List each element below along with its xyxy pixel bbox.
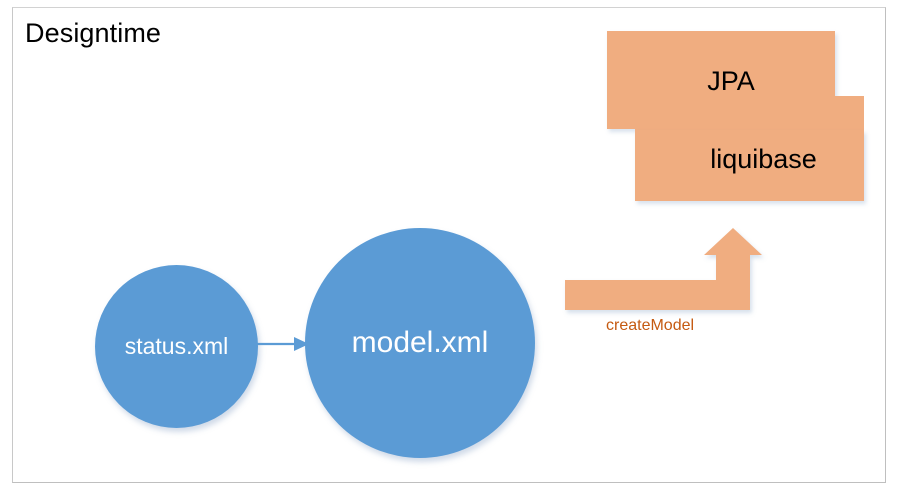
shape-status-xml-circle[interactable]: status.xml	[95, 265, 258, 428]
jpa-box-label: JPA	[707, 65, 755, 96]
create-model-arrow-icon[interactable]	[560, 222, 775, 320]
liquibase-box-overlap-fill	[635, 96, 864, 132]
page-title: Designtime	[25, 18, 162, 48]
status-to-model-arrow-icon	[256, 337, 309, 351]
create-model-label: createModel	[606, 317, 695, 334]
liquibase-box-label: liquibase	[710, 144, 817, 174]
model-xml-label: model.xml	[351, 326, 489, 359]
status-xml-label: status.xml	[124, 333, 229, 359]
shape-liquibase-box[interactable]: liquibase	[635, 130, 864, 201]
shape-model-xml-circle[interactable]: model.xml	[305, 228, 535, 458]
